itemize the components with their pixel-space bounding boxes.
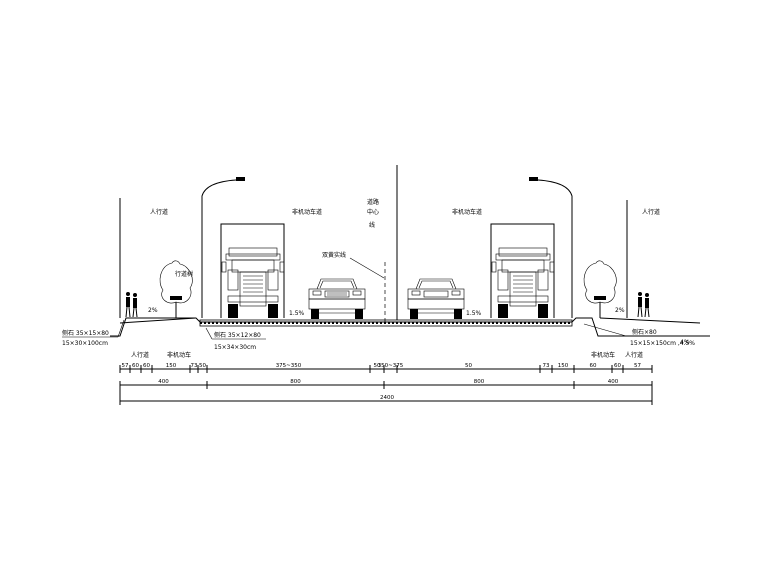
label-lane-right: 非机动车道	[452, 208, 482, 216]
dim-row1-value: 60	[590, 363, 597, 369]
label-tree: 行道树	[175, 270, 193, 278]
dim-row1-value: 57	[634, 363, 641, 369]
clearance-box-left	[220, 223, 285, 318]
dim-row1-value: 50	[465, 363, 472, 369]
car-icon-right	[407, 278, 465, 319]
tree-icon-left	[159, 260, 193, 318]
leader-curb-mid	[205, 327, 213, 340]
label-slope-walk-right: 2%	[615, 307, 625, 314]
dim-row1-value: 60	[132, 363, 139, 369]
street-lamp-left	[201, 177, 245, 318]
label-curb-right-2: 15×15×150cm ,4.5%	[630, 340, 695, 347]
label-curb-mid-1: 侧石 35×12×80	[214, 331, 261, 339]
truck-icon-left	[221, 247, 285, 318]
label-center-line-1: 道路	[367, 198, 379, 206]
dim-row2-value: 800	[290, 379, 301, 385]
dim-row1-value: 60	[143, 363, 150, 369]
label-sidewalk-right: 人行道	[642, 208, 660, 216]
label-zone-left-2: 非机动车	[167, 351, 191, 359]
leader-curb-right	[583, 323, 627, 337]
label-curb-left-2: 15×30×100cm	[62, 340, 108, 347]
label-curb-left-1: 侧石 35×15×80	[62, 329, 109, 337]
dim-row1-value: 50	[199, 363, 206, 369]
label-median-marking: 双黄实线	[322, 251, 346, 259]
label-zone-right-1: 非机动车	[591, 351, 615, 359]
dim-total-value: 2400	[380, 395, 394, 401]
label-curb-right-mark: 4%	[680, 339, 690, 346]
leader-median	[349, 257, 385, 279]
label-zone-left-1: 人行道	[131, 351, 149, 359]
dim-row1-value: 73	[191, 363, 198, 369]
label-slope-walk-left: 2%	[148, 307, 158, 314]
tree-icon-right	[583, 260, 617, 318]
label-sidewalk-left: 人行道	[150, 208, 168, 216]
dim-row1-value: 150	[166, 363, 177, 369]
clearance-box-right	[490, 223, 555, 318]
dim-row1-value: 50	[374, 363, 381, 369]
dim-row2-value: 400	[608, 379, 619, 385]
dimension-row-2: 400 800 800 400	[119, 379, 653, 389]
car-icon-left	[308, 278, 366, 319]
pedestrian-icon-right	[637, 292, 650, 318]
pedestrian-icon-left	[125, 292, 138, 318]
dim-row1-value: 375~350	[276, 363, 302, 369]
road-pavement-layer	[199, 319, 573, 327]
label-center-line-2: 中心	[367, 208, 379, 216]
dim-row1-value: 73	[543, 363, 550, 369]
label-slope-road-left: 1.5%	[289, 310, 305, 317]
label-lane-left: 非机动车道	[292, 208, 322, 216]
dim-row1-value: 150	[558, 363, 569, 369]
dim-row1-value: 60	[614, 363, 621, 369]
dim-row1-value: 57	[122, 363, 129, 369]
truck-icon-right	[491, 247, 555, 318]
dim-row2-value: 800	[474, 379, 485, 385]
label-curb-mid-2: 15×34×30cm	[214, 344, 256, 351]
label-center-line-3: 线	[369, 221, 375, 229]
street-lamp-right	[529, 177, 573, 318]
label-curb-right-1: 侧石×80	[632, 328, 657, 336]
dim-row2-value: 400	[158, 379, 169, 385]
leader-curb-left-tip	[117, 319, 125, 338]
label-slope-road-right: 1.5%	[466, 310, 482, 317]
dimension-row-total: 2400	[119, 388, 653, 405]
dim-row1-value: 350~375	[378, 363, 404, 369]
label-zone-right-2: 人行道	[625, 351, 643, 359]
